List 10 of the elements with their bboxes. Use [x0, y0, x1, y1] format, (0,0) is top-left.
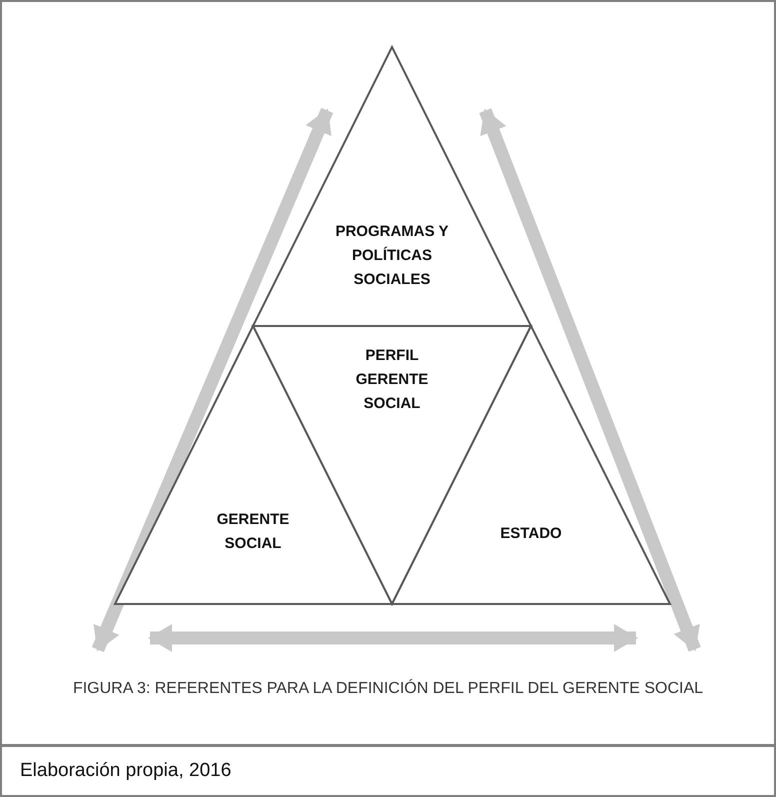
section-label: PROGRAMAS Y POLÍTICAS SOCIALES: [334, 222, 450, 290]
figure-caption: FIGURA 3: REFERENTES PARA LA DEFINICIÓN DEL PERFIL DEL GERENTE SOCIAL: [72, 680, 704, 698]
section-label: GERENTE SOCIAL: [216, 510, 290, 554]
triangle-section: [253, 47, 531, 326]
double-arrow: [479, 108, 701, 652]
section-label: ESTADO: [499, 524, 563, 544]
double-arrow: [148, 624, 638, 652]
source-note: Elaboración propia, 2016: [20, 760, 232, 782]
section-label: PERFIL GERENTE SOCIAL: [354, 346, 430, 414]
double-arrow: [92, 108, 334, 652]
